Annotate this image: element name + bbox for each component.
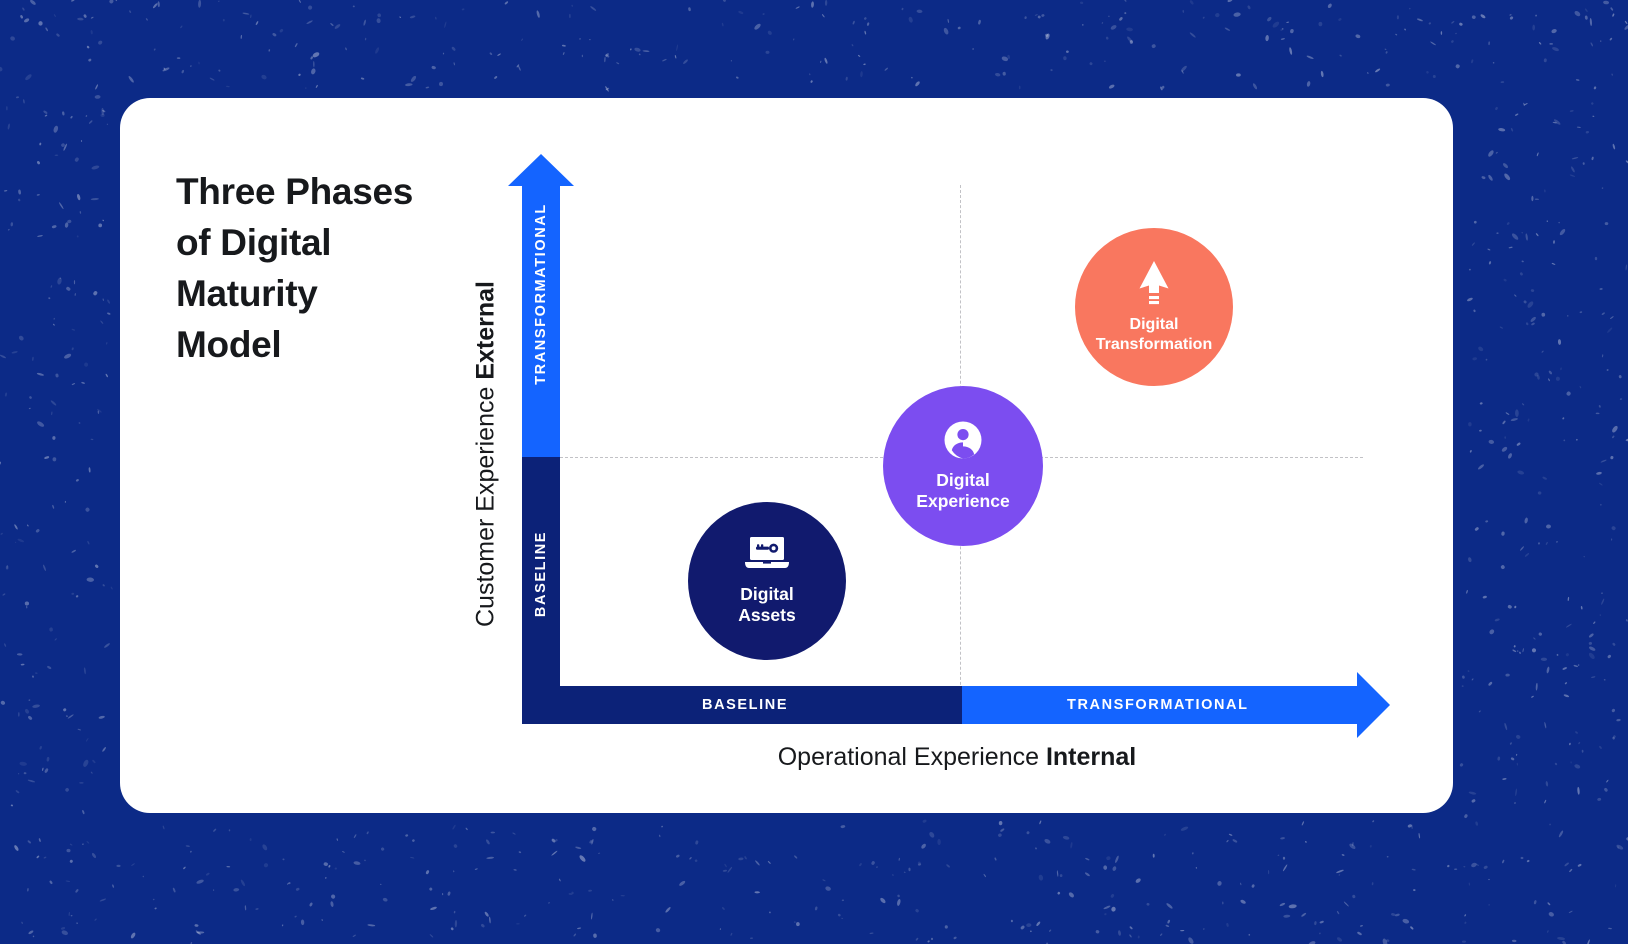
bubble-label-digital-transformation: Digital Transformation — [1095, 316, 1213, 353]
x-axis-arrow-icon — [1357, 672, 1390, 738]
y-axis-label-transformational: TRANSFORMATIONAL — [533, 203, 549, 385]
y-axis: TRANSFORMATIONAL BASELINE — [508, 154, 574, 724]
x-axis-title: Operational Experience Internal — [522, 743, 1392, 772]
bubble-digital-experience[interactable]: Digital Experience — [883, 386, 1043, 546]
x-axis-title-emphasis: Internal — [1045, 743, 1137, 771]
page-title: Three Phases of Digital Maturity Model — [176, 171, 414, 365]
y-axis-title: Customer Experience External — [472, 281, 501, 627]
laptop-key-icon — [744, 536, 790, 577]
x-axis-segment-baseline — [522, 686, 962, 724]
bubble-label-digital-experience: Digital Experience — [916, 470, 1010, 511]
y-axis-label-baseline: BASELINE — [533, 530, 549, 618]
y-axis-title-plain: Customer Experience — [471, 379, 500, 627]
y-axis-title-emphasis: External — [471, 281, 500, 380]
up-arrow-rocket-icon — [1137, 260, 1171, 311]
x-axis-title-plain: Operational Experience — [777, 743, 1046, 771]
x-axis-label-transformational: TRANSFORMATIONAL — [1067, 697, 1249, 713]
bubble-digital-transformation[interactable]: Digital Transformation — [1075, 228, 1233, 386]
y-axis-arrow-icon — [508, 154, 574, 186]
bubble-digital-assets[interactable]: Digital Assets — [688, 502, 846, 660]
y-axis-segment-transformational — [522, 184, 560, 457]
quadrant-plot: TRANSFORMATIONAL BASELINE Customer Exper… — [120, 98, 1453, 813]
bubble-label-digital-assets: Digital Assets — [738, 584, 796, 625]
y-axis-segment-baseline — [522, 457, 560, 724]
x-axis: BASELINE TRANSFORMATIONAL — [522, 672, 1392, 738]
user-person-icon — [943, 420, 983, 465]
x-axis-label-baseline: BASELINE — [702, 697, 789, 713]
diagram-card: Three Phases of Digital Maturity Model T… — [120, 98, 1453, 813]
x-axis-segment-transformational — [962, 686, 1357, 724]
